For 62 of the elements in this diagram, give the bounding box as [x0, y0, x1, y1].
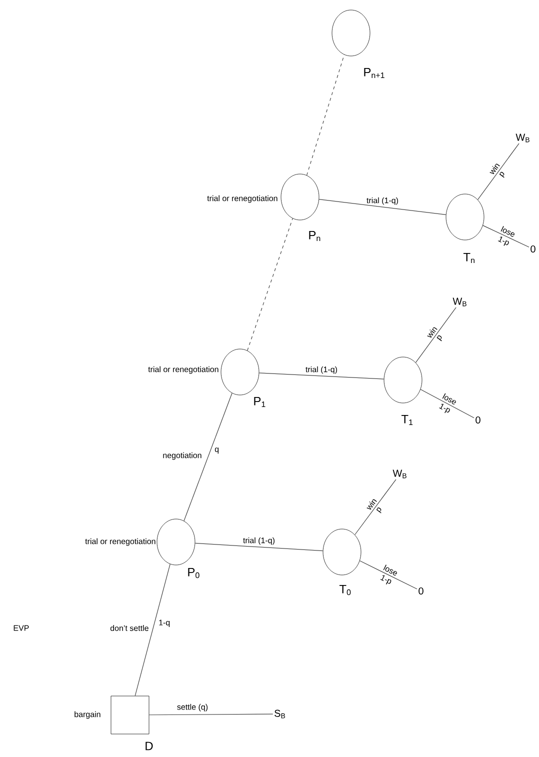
edge-label: lose: [500, 226, 514, 237]
node-label: P$_{1}$: [254, 396, 266, 408]
edge-label: trial (1-q): [306, 366, 337, 374]
branch-line: [318, 199, 446, 215]
branch-line: [482, 225, 530, 248]
node-label: bargain: [74, 711, 100, 719]
edge-label: lose: [442, 393, 456, 404]
branch-line: [184, 392, 232, 522]
node-label: T$_{n}$: [463, 252, 474, 264]
end-label: 0: [476, 416, 480, 424]
edge-label: trial (1-q): [366, 197, 398, 205]
node-label: T$_{1}$: [401, 414, 413, 426]
edge-label: win: [490, 164, 500, 174]
branch-line: [306, 54, 345, 176]
edge-label: q: [214, 448, 219, 454]
chance-circle: [384, 356, 422, 404]
node-label: P$_{n+1}$: [364, 68, 384, 78]
edge-label: trial (1-q): [243, 537, 274, 545]
node-label: trial or renegotiation: [85, 538, 156, 546]
edge-label: win: [366, 499, 377, 510]
node-label: T$_{0}$: [339, 584, 351, 596]
edge-label: lose: [383, 564, 397, 576]
node-label: trial or renegotiation: [148, 366, 218, 374]
node-label: P$_{0}$: [188, 568, 200, 578]
branch-line: [354, 479, 396, 536]
branch-line: [359, 560, 418, 590]
chance-circle: [220, 348, 260, 396]
branch-line: [420, 389, 474, 418]
chance-circle: [156, 518, 196, 566]
branch-label: don’t settle: [110, 625, 148, 631]
node-label: D: [146, 742, 153, 750]
probability-label: p: [499, 172, 504, 178]
branch-line: [415, 307, 456, 363]
end-label: 0: [418, 587, 424, 595]
end-label: W$_{B}$: [452, 298, 466, 306]
branch-line: [477, 143, 520, 200]
chance-circle: [322, 528, 362, 576]
end-label: W$_{B}$: [516, 134, 530, 142]
probability-label: 1-p: [498, 236, 509, 246]
edge-label: win: [427, 327, 438, 338]
probability-label: 1-p: [439, 404, 450, 414]
node-label: P$_{n}$: [309, 230, 320, 242]
probability-label: 1-p: [380, 575, 392, 584]
branch-line: [258, 372, 384, 380]
chance-circle: [446, 194, 484, 240]
probability-label: p: [436, 335, 442, 342]
end-label: W$_{B}$: [392, 470, 406, 478]
edge-label: 1-q: [159, 620, 170, 627]
end-label: S$_{B}$: [274, 710, 286, 718]
chance-circle: [332, 10, 370, 56]
branch-label: negotiation: [163, 452, 202, 460]
chance-circle: [280, 174, 320, 220]
node-label: trial or renegotiation: [207, 195, 278, 203]
probability-label: p: [376, 508, 382, 514]
decision-square: [110, 696, 150, 734]
edge-label: settle (q): [177, 704, 208, 712]
branch-line: [134, 564, 170, 696]
branch-line: [247, 218, 293, 351]
branch-line: [194, 542, 324, 552]
end-label: 0: [530, 245, 536, 253]
branch-line: [148, 714, 274, 716]
branch-label: EVP: [14, 625, 29, 631]
